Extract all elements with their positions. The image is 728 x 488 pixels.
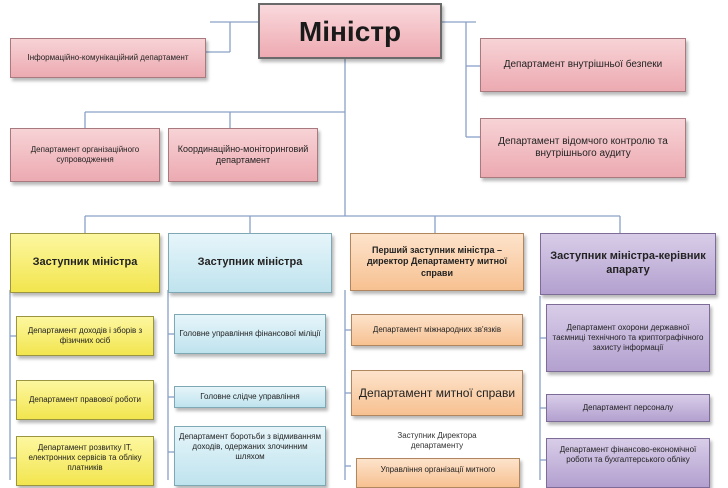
first-deputy-minister-label: Перший заступник міністра – директор Деп…	[366, 245, 508, 278]
chief-of-staff-box: Заступник міністра-керівник апарату	[540, 233, 716, 295]
info-comm-department-label: Інформаційно-комунікаційний департамент	[27, 53, 189, 62]
financial-police-label: Головне управління фінансової міліції	[179, 329, 321, 338]
internal-audit-department-label: Департамент відомчого контролю та внутрі…	[498, 135, 668, 160]
deputy-minister-2-box: Заступник міністра	[168, 233, 332, 293]
it-development-department-box: Департамент розвитку ІТ, електронних сер…	[16, 436, 154, 486]
minister-title: Міністр	[298, 15, 402, 47]
legal-department-label: Департамент правової роботи	[29, 395, 141, 404]
coord-monitoring-department-label: Координаційно-моніторинговий департамент	[177, 143, 309, 165]
minister-box: Міністр	[258, 3, 442, 59]
individual-revenue-department-box: Департамент доходів і зборів з фізичних …	[16, 316, 154, 356]
personnel-department-box: Департамент персоналу	[546, 394, 710, 422]
investigation-department-label: Головне слідче управління	[200, 392, 300, 401]
finance-accounting-department-label: Департамент фінансово-економічної роботи…	[559, 445, 697, 464]
info-comm-department-box: Інформаційно-комунікаційний департамент	[10, 38, 206, 78]
investigation-department-box: Головне слідче управління	[174, 386, 326, 408]
coord-monitoring-department-box: Координаційно-моніторинговий департамент	[168, 128, 318, 182]
customs-organization-unit-label: Управління організації митного	[380, 465, 496, 474]
deputy-minister-1-label: Заступник міністра	[32, 256, 138, 269]
chief-of-staff-label: Заступник міністра-керівник апарату	[550, 250, 706, 276]
state-secret-protection-department-box: Департамент охорони державної таємниці т…	[546, 304, 710, 372]
internal-audit-department-box: Департамент відомчого контролю та внутрі…	[480, 118, 686, 178]
anti-money-laundering-department-label: Департамент боротьби з відмиванням доход…	[179, 432, 321, 461]
customs-department-box: Департамент митної справи	[351, 370, 523, 416]
financial-police-box: Головне управління фінансової міліції	[174, 314, 326, 354]
org-support-department-box: Департамент організаційного супроводженн…	[10, 128, 160, 182]
legal-department-box: Департамент правової роботи	[16, 380, 154, 420]
deputy-director-note: Заступник Директора департаменту	[372, 431, 502, 451]
state-secret-protection-department-label: Департамент охорони державної таємниці т…	[552, 323, 704, 352]
international-relations-department-label: Департамент міжнародних зв'язків	[372, 325, 502, 334]
it-development-department-label: Департамент розвитку ІТ, електронних сер…	[28, 443, 142, 472]
internal-security-department-label: Департамент внутрішньої безпеки	[503, 58, 663, 70]
customs-organization-unit-box: Управління організації митного	[356, 458, 520, 488]
deputy-minister-1-box: Заступник міністра	[10, 233, 160, 293]
deputy-director-note-label: Заступник Директора департаменту	[397, 431, 477, 450]
deputy-minister-2-label: Заступник міністра	[197, 256, 303, 269]
customs-department-label: Департамент митної справи	[358, 385, 516, 400]
individual-revenue-department-label: Департамент доходів і зборів з фізичних …	[27, 326, 143, 345]
international-relations-department-box: Департамент міжнародних зв'язків	[351, 314, 523, 346]
internal-security-department-box: Департамент внутрішньої безпеки	[480, 38, 686, 92]
anti-money-laundering-department-box: Департамент боротьби з відмиванням доход…	[174, 426, 326, 486]
personnel-department-label: Департамент персоналу	[582, 403, 674, 412]
first-deputy-minister-box: Перший заступник міністра – директор Деп…	[350, 233, 524, 291]
org-support-department-label: Департамент організаційного супроводженн…	[30, 145, 140, 164]
finance-accounting-department-box: Департамент фінансово-економічної роботи…	[546, 438, 710, 488]
